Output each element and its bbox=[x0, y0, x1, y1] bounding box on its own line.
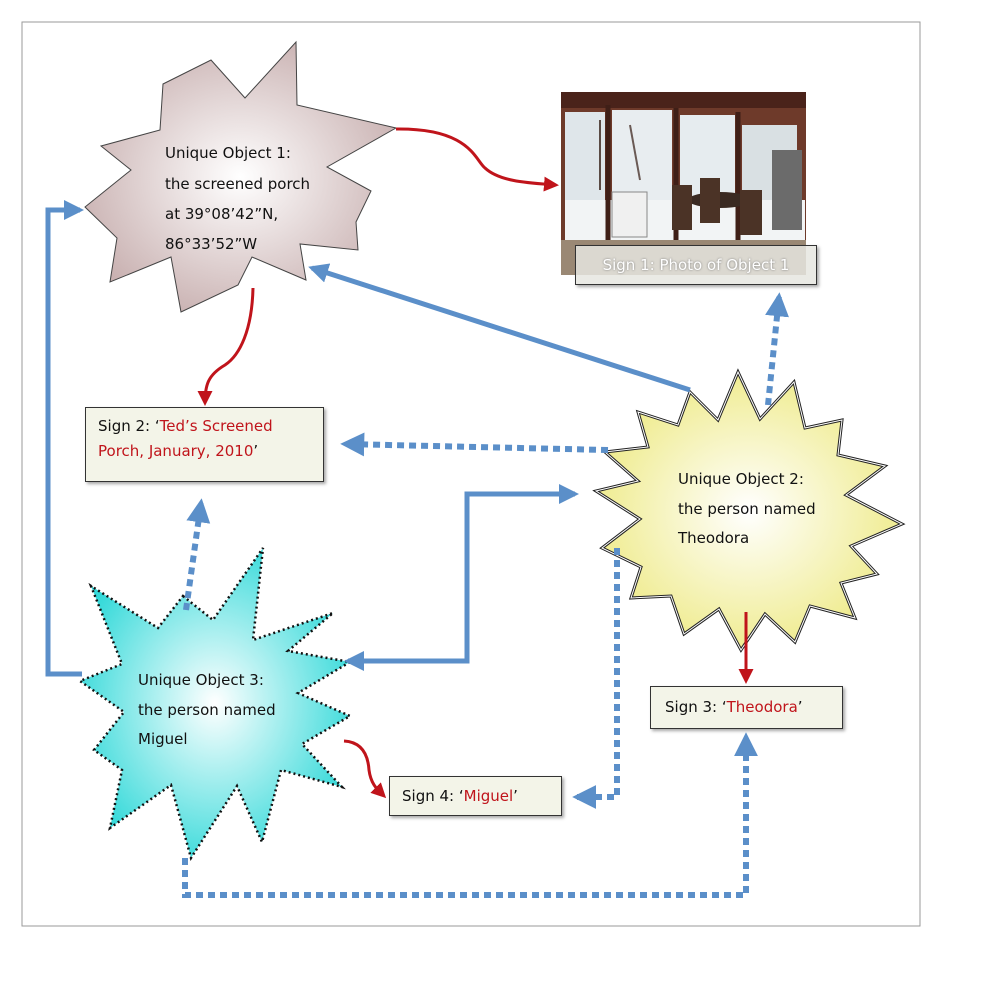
object2-line3: Theodora bbox=[677, 529, 749, 547]
object3-line1: Unique Object 3: bbox=[138, 671, 264, 689]
sign1-label-box: Sign 1: Photo of Object 1 bbox=[575, 245, 817, 285]
object2-line1: Unique Object 2: bbox=[678, 470, 804, 488]
object1-line1: Unique Object 1: bbox=[165, 144, 291, 162]
object3-line3: Miguel bbox=[138, 730, 188, 748]
sign2-value-line2: Porch, January, 2010 bbox=[98, 442, 253, 460]
sign3-value: Theodora bbox=[727, 698, 798, 716]
red-arrow-object1-to-sign1 bbox=[396, 129, 556, 185]
blue-dotted-arrow-object3-to-sign2 bbox=[186, 503, 201, 610]
blue-arrow-object2-to-object1 bbox=[312, 268, 690, 390]
object2-line2: the person named bbox=[678, 500, 816, 518]
blue-arrow-object3-to-object1 bbox=[48, 210, 82, 674]
sign2-suffix: ’ bbox=[253, 442, 258, 460]
sign2-box: Sign 2: ‘Ted’s Screened Porch, January, … bbox=[85, 407, 324, 482]
sign2-value-line1: Ted’s Screened bbox=[160, 417, 273, 435]
object3-line2: the person named bbox=[138, 701, 276, 719]
sign2-prefix: Sign 2: ‘ bbox=[98, 417, 160, 435]
sign4-box: Sign 4: ‘Miguel’ bbox=[389, 776, 562, 816]
object1-line2: the screened porch bbox=[165, 175, 310, 193]
object1-line3: at 39°08’42”N, bbox=[165, 205, 278, 223]
sign3-prefix: Sign 3: ‘ bbox=[665, 698, 727, 716]
blue-dotted-arrow-object2-to-sign4 bbox=[577, 548, 617, 797]
red-arrow-object1-to-sign2 bbox=[205, 288, 253, 403]
blue-arrow-object2-object3 bbox=[348, 494, 575, 661]
sign1-label: Sign 1: Photo of Object 1 bbox=[603, 256, 790, 274]
sign4-suffix: ’ bbox=[513, 787, 518, 805]
sign4-value: Miguel bbox=[464, 787, 514, 805]
red-arrow-object3-to-sign4 bbox=[344, 741, 384, 796]
blue-dotted-arrow-object2-to-sign2 bbox=[345, 444, 608, 450]
blue-dotted-arrow-object2-to-sign1 bbox=[768, 297, 779, 405]
sign4-prefix: Sign 4: ‘ bbox=[402, 787, 464, 805]
sign3-suffix: ’ bbox=[798, 698, 803, 716]
object1-line4: 86°33’52”W bbox=[165, 235, 257, 253]
sign3-box: Sign 3: ‘Theodora’ bbox=[650, 686, 843, 729]
